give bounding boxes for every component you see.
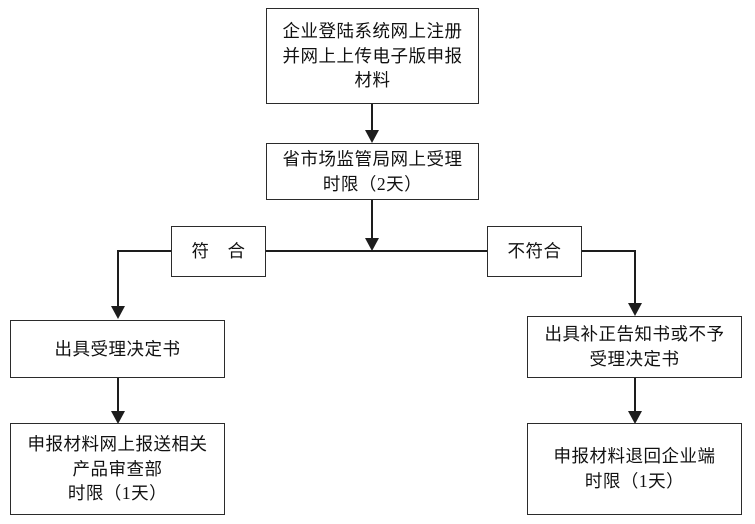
connector-start-to-accept <box>371 104 373 132</box>
arrowhead-not-conform-down-icon <box>628 303 642 316</box>
node-not-conform[interactable]: 不符合 <box>487 226 582 277</box>
connector-conform-down <box>117 250 119 308</box>
node-conform[interactable]: 符 合 <box>171 226 266 277</box>
node-start[interactable]: 企业登陆系统网上注册 并网上上传电子版申报 材料 <box>266 8 479 104</box>
connector-decision-to-send <box>117 378 119 413</box>
connector-not-conform-right <box>582 250 636 252</box>
node-return-to-enterprise[interactable]: 申报材料退回企业端 时限（1天） <box>527 423 742 515</box>
arrowhead-accept-to-branch-icon <box>365 238 379 251</box>
node-correction-notice-document[interactable]: 出具补正告知书或不予 受理决定书 <box>527 316 742 378</box>
arrowhead-start-to-accept-icon <box>365 130 379 143</box>
node-send-to-product-review[interactable]: 申报材料网上报送相关 产品审查部 时限（1天） <box>10 423 225 515</box>
connector-branch-bus <box>118 250 636 252</box>
arrowhead-correction-to-return-icon <box>628 411 642 424</box>
arrowhead-conform-down-icon <box>111 306 125 319</box>
arrowhead-decision-to-send-icon <box>111 411 125 424</box>
connector-correction-to-return <box>634 378 636 413</box>
node-acceptance-decision-document[interactable]: 出具受理决定书 <box>10 320 225 378</box>
connector-not-conform-down <box>634 250 636 305</box>
connector-accept-to-branch <box>371 200 373 238</box>
node-online-acceptance[interactable]: 省市场监管局网上受理 时限（2天） <box>266 143 479 200</box>
